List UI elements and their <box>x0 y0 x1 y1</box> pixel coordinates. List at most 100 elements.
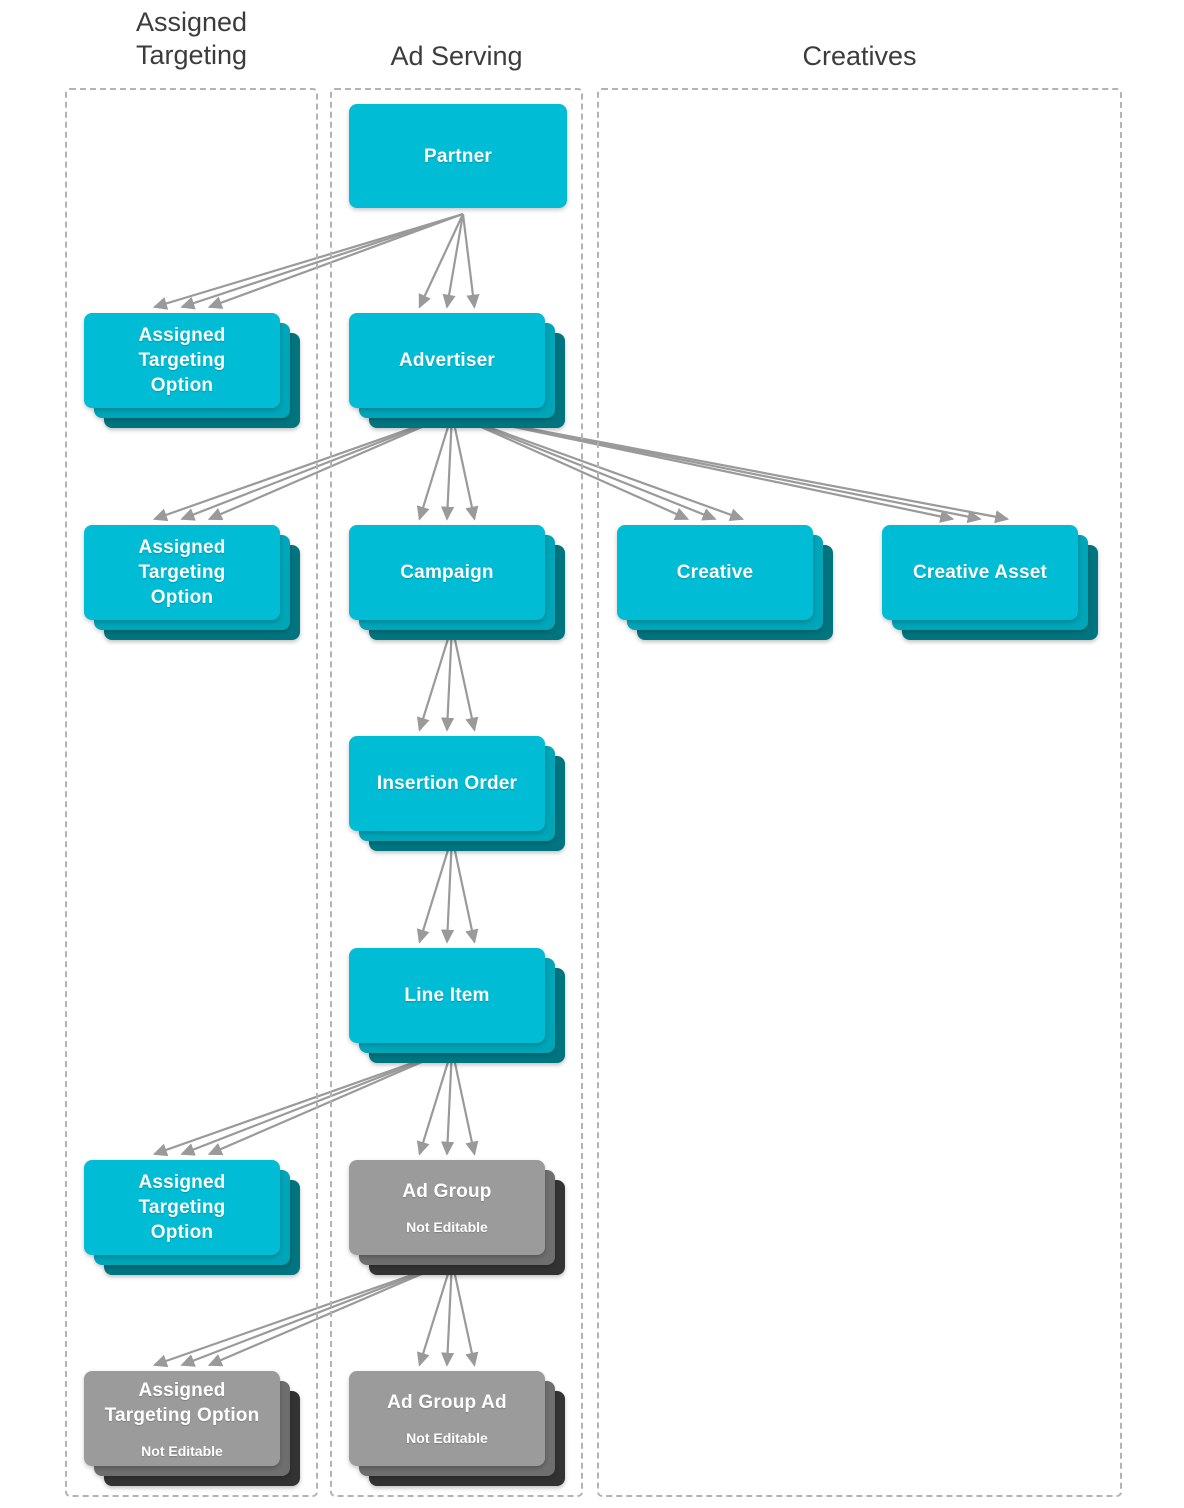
card-title: Ad Group Ad <box>387 1390 507 1415</box>
node-line-item[interactable]: Line Item <box>349 948 565 1063</box>
connector-arrow <box>451 412 1010 524</box>
connector-arrow <box>440 625 455 732</box>
card-title-line: Creative Asset <box>912 562 1048 583</box>
card-title-line: Option <box>150 587 214 608</box>
node-campaign[interactable]: Campaign <box>349 525 565 640</box>
card-title-line: Option <box>150 375 214 396</box>
connector-arrow <box>451 412 690 521</box>
card-insertion-order[interactable]: Insertion Order <box>349 736 545 831</box>
card-title: Creative <box>677 560 754 585</box>
edge-advertiser-to-campaign <box>416 413 479 521</box>
card-creative[interactable]: Creative <box>617 525 813 620</box>
connector-arrow <box>416 1260 454 1367</box>
card-line-item[interactable]: Line Item <box>349 948 545 1043</box>
connector-arrow <box>451 412 717 521</box>
connector-arrow <box>180 212 464 310</box>
card-title: Campaign <box>400 560 493 585</box>
connector-arrow <box>450 836 479 944</box>
card-title-line: Insertion Order <box>376 773 518 794</box>
edge-line-item-to-ad-group <box>416 1048 479 1156</box>
edge-partner-to-assigned-targeting-option-partner <box>152 212 464 310</box>
connector-arrow <box>416 625 454 732</box>
connector-arrow <box>152 1259 453 1368</box>
column-title-line: Assigned <box>135 7 248 37</box>
card-title-line: Assigned <box>138 537 226 558</box>
connector-arrow <box>450 413 479 521</box>
card-title-line: Partner <box>424 145 492 167</box>
card-title: Partner <box>424 144 492 169</box>
card-partner[interactable]: Partner <box>349 104 567 208</box>
node-advertiser[interactable]: Advertiser <box>349 313 565 428</box>
card-title-line: Ad Group <box>402 1181 492 1202</box>
connector-arrow <box>440 413 455 521</box>
column-container-creatives <box>597 88 1122 1497</box>
connector-arrow <box>440 1048 455 1156</box>
edge-partner-to-advertiser <box>418 213 480 309</box>
card-title-line: Line Item <box>404 985 490 1006</box>
card-title-line: Targeting <box>138 562 226 583</box>
card-title: Creative Asset <box>913 560 1047 585</box>
card-title-line: Option <box>150 1222 214 1243</box>
column-container-ad-serving <box>330 88 583 1497</box>
connector-arrow <box>152 1047 453 1157</box>
column-title-creatives: Creatives <box>597 40 1122 73</box>
card-title-line: Assigned <box>138 325 226 346</box>
node-creative-asset[interactable]: Creative Asset <box>882 525 1098 640</box>
card-campaign[interactable]: Campaign <box>349 525 545 620</box>
node-creative[interactable]: Creative <box>617 525 833 640</box>
card-title-line: Ad Group Ad <box>387 1392 507 1413</box>
connector-arrow <box>416 1048 454 1156</box>
card-subtitle-not-editable: Not Editable <box>141 1442 223 1459</box>
node-partner[interactable]: Partner <box>349 104 567 208</box>
connector-arrow <box>152 212 464 310</box>
card-advertiser[interactable]: Advertiser <box>349 313 545 408</box>
edge-insertion-order-to-line-item <box>416 836 479 944</box>
connector-arrow <box>418 213 464 309</box>
connector-arrow <box>416 413 454 521</box>
card-title: Insertion Order <box>377 771 517 796</box>
card-title-line: Creative <box>676 562 754 583</box>
card-title-line: Targeting <box>138 350 226 371</box>
column-title-line: Creatives <box>802 41 917 71</box>
card-title-line: Targeting Option <box>104 1404 260 1426</box>
edge-campaign-to-insertion-order <box>416 625 479 732</box>
connector-arrow <box>440 836 455 944</box>
connector-arrow <box>450 625 479 732</box>
card-title-line: Campaign <box>400 562 494 583</box>
connector-arrow <box>461 213 480 309</box>
connector-arrow <box>152 412 453 522</box>
card-subtitle-not-editable: Not Editable <box>406 1219 488 1235</box>
card-creative-asset[interactable]: Creative Asset <box>882 525 1078 620</box>
column-title-line: Ad Serving <box>390 41 523 71</box>
column-title-line: Targeting <box>135 40 248 70</box>
card-title: Line Item <box>404 983 489 1008</box>
column-title-ad-serving: Ad Serving <box>330 40 583 73</box>
card-title-line: Targeting <box>138 1197 226 1218</box>
connector-arrow <box>440 1260 455 1367</box>
card-title: Advertiser <box>399 348 495 373</box>
connector-arrow <box>450 1260 479 1367</box>
card-title-line: Assigned <box>138 1172 226 1193</box>
node-insertion-order[interactable]: Insertion Order <box>349 736 565 851</box>
connector-arrow <box>450 1048 479 1156</box>
card-title-line: Assigned <box>138 1379 226 1401</box>
edge-advertiser-to-creative-asset <box>451 412 1010 524</box>
